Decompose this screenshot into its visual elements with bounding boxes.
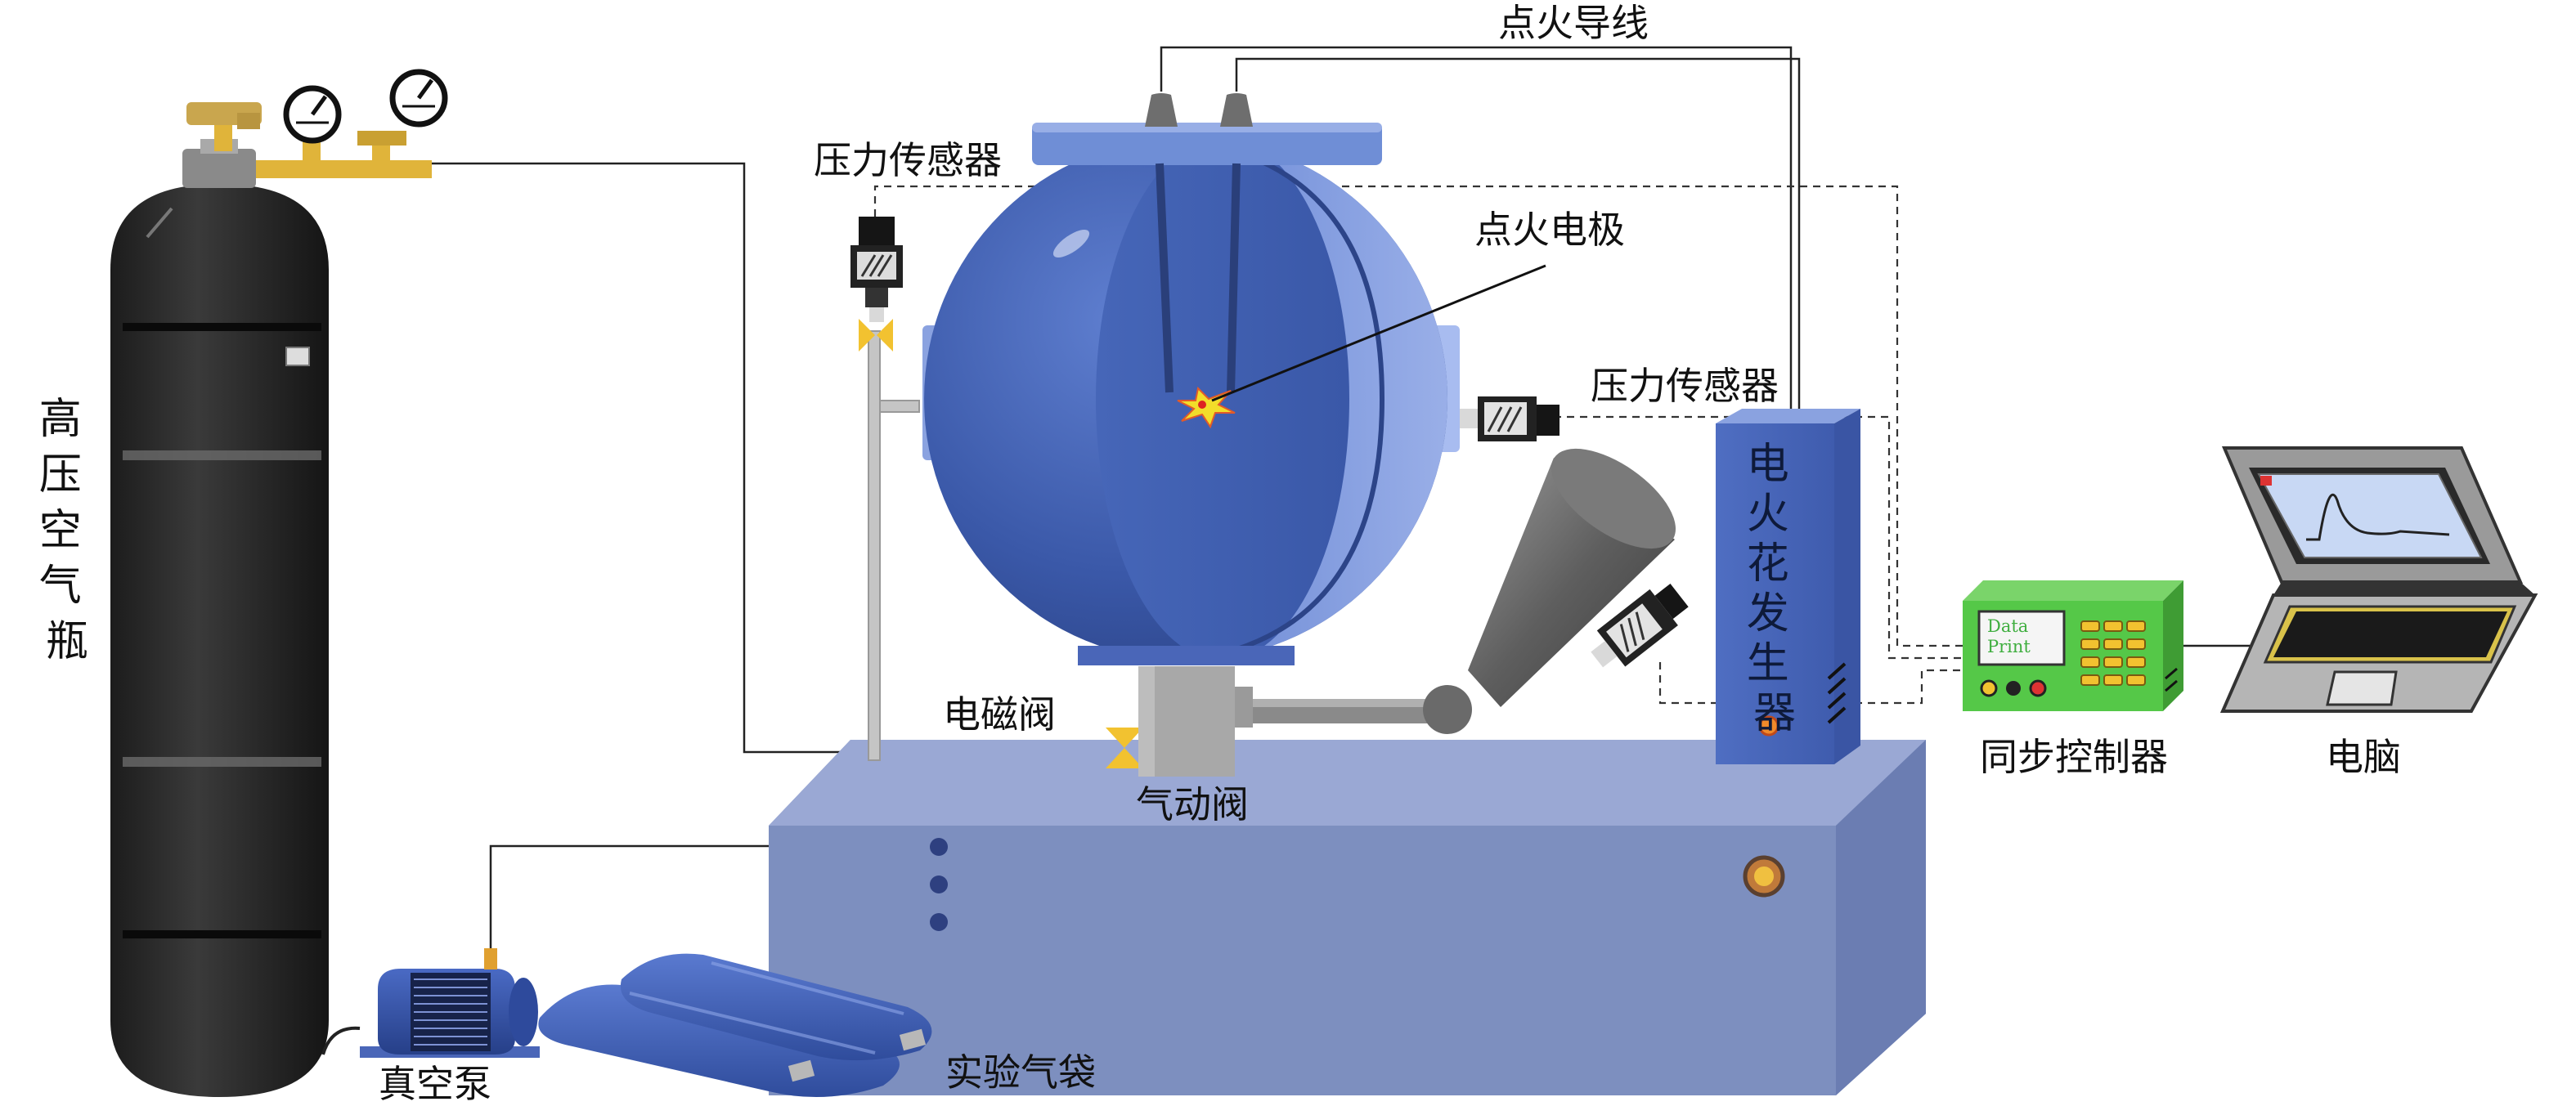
- controller-screen-text: Data Print: [1987, 616, 2034, 656]
- label-pressure-sensor-right: 压力传感器: [1591, 364, 1779, 408]
- pressure-sensor-top: [850, 217, 903, 322]
- label-pneumatic-valve: 气动阀: [1136, 782, 1249, 826]
- label-vacuum-pump: 真空泵: [379, 1062, 491, 1106]
- high-speed-camera: [1423, 429, 1694, 734]
- label-spark-generator: 电 火 花 发 生 器: [1747, 440, 1803, 738]
- pressure-gauge-icon: [393, 72, 445, 124]
- optical-tube: [1253, 699, 1441, 723]
- pressure-sensor-right: [1460, 396, 1560, 441]
- label-computer: 电脑: [2326, 735, 2401, 779]
- support-pipe: [868, 331, 919, 760]
- experiment-table: [769, 740, 1926, 1095]
- gas-cylinder: [110, 139, 329, 1097]
- label-ignition-wire: 点火导线: [1498, 1, 1649, 45]
- label-cylinder: 高 压 空 气 瓶: [39, 395, 96, 666]
- vacuum-pump: [323, 948, 540, 1058]
- label-gas-bags: 实验气袋: [945, 1050, 1096, 1095]
- label-sync-controller: 同步控制器: [1980, 735, 2168, 779]
- label-solenoid-valve: 电磁阀: [943, 692, 1056, 737]
- flange-top: [1032, 123, 1382, 165]
- label-ignition-electrode: 点火电极: [1474, 208, 1625, 252]
- label-pressure-sensor-top: 压力传感器: [814, 138, 1002, 182]
- pressure-gauge-icon: [286, 88, 339, 141]
- computer: [2223, 448, 2535, 711]
